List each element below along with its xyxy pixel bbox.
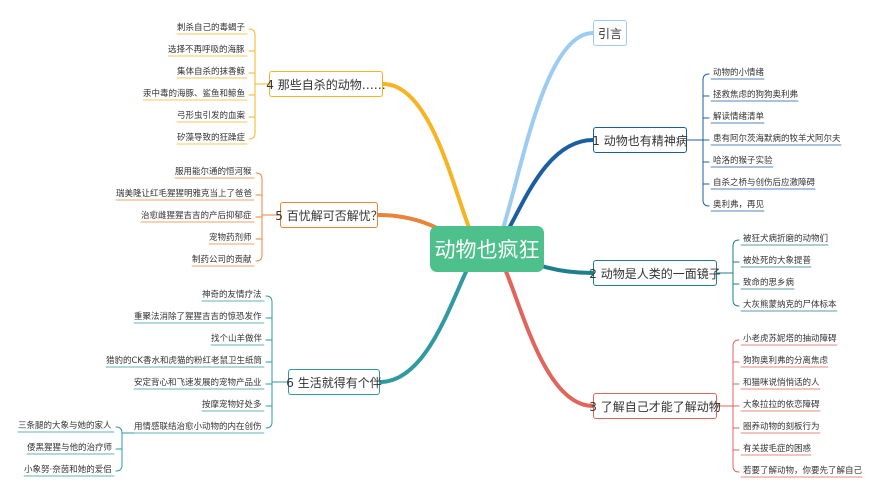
leaf-item[interactable]: 神奇的友情疗法 — [202, 290, 262, 300]
leaf-item[interactable]: 弓形虫引发的血案 — [177, 111, 246, 121]
b2-leaf-bracket — [732, 239, 740, 307]
leaf-item[interactable]: 服用能尔通的恒河猴 — [175, 167, 252, 177]
leaf-item[interactable]: 宠物药剂师 — [209, 233, 252, 243]
leaf-item[interactable]: 重聚法消除了猩猩吉吉的惊恐发作 — [134, 312, 262, 322]
leaf-item[interactable]: 集体自杀的抹香鲸 — [177, 67, 246, 77]
central-topic[interactable]: 动物也疯狂 — [430, 226, 544, 272]
leaf-item[interactable]: 汞中毒的海豚、鲨鱼和鲸鱼 — [143, 89, 246, 99]
leaf-item[interactable]: 圈养动物的刻板行为 — [743, 422, 820, 432]
leaf-item[interactable]: 若要了解动物，你要先了解自己 — [743, 466, 863, 476]
sub-leaf-item[interactable]: 倭黑猩猩与他的治疗师 — [27, 443, 113, 453]
leaf-item[interactable]: 奥利弗，再见 — [713, 200, 765, 210]
leaf-item[interactable]: 大象拉拉的依恋障碍 — [743, 400, 820, 410]
leaf-item[interactable]: 动物的小情绪 — [713, 68, 765, 78]
leaf-item[interactable]: 矽藻导致的狂躁症 — [177, 133, 246, 143]
leaf-item[interactable]: 和猫咪说悄悄话的人 — [743, 378, 820, 388]
leaf-item[interactable]: 狗狗奥利弗的分离焦虑 — [743, 356, 829, 366]
sub-leaf-item[interactable]: 小象努·奈茵和她的爱侣 — [24, 465, 112, 475]
branch-b2[interactable]: 2 动物是人类的一面镜子 — [589, 260, 721, 286]
branch-b1[interactable]: 1 动物也有精神病 — [592, 127, 688, 153]
branch-b3[interactable]: 3 了解自己才能了解动物 — [589, 393, 721, 419]
leaf-item[interactable]: 大灰熊蒙纳克的尸体标本 — [743, 300, 837, 310]
leaf-item[interactable]: 按摩宠物好处多 — [202, 400, 262, 410]
leaf-item[interactable]: 被处死的大象提普 — [743, 256, 812, 266]
leaf-item[interactable]: 安定背心和飞速发展的宠物产品业 — [134, 378, 262, 388]
branch-intro[interactable]: 引言 — [593, 20, 627, 46]
leaf-item[interactable]: 找个山羊做伴 — [211, 334, 263, 344]
sub-leaf-item[interactable]: 三条腿的大象与她的家人 — [18, 421, 112, 431]
leaf-item[interactable]: 患有阿尔茨海默病的牧羊犬阿尔夫 — [713, 134, 841, 144]
leaf-item[interactable]: 自杀之桥与创伤后应激障碍 — [713, 178, 816, 188]
leaf-item[interactable]: 拯救焦虑的狗狗奥利弗 — [713, 90, 799, 100]
leaf-item[interactable]: 治愈雌猩猩吉吉的产后抑郁症 — [141, 211, 252, 221]
branch-b5[interactable]: 5 百忧解可否解忧？ — [275, 202, 383, 228]
leaf-item[interactable]: 被狂犬病折磨的动物们 — [743, 234, 829, 244]
leaf-item[interactable]: 瑞美隆让红毛猩猩明雅克当上了爸爸 — [116, 189, 253, 199]
leaf-item[interactable]: 哈洛的猴子实验 — [713, 156, 773, 166]
leaf-item[interactable]: 解读情绪清单 — [713, 112, 765, 122]
leaf-item[interactable]: 有关拔毛症的困惑 — [743, 444, 812, 454]
b4-leaf-bracket — [248, 28, 256, 140]
leaf-item[interactable]: 小老虎苏妮塔的抽动障碍 — [743, 334, 837, 344]
branch-b4[interactable]: 4 那些自杀的动物…… — [266, 71, 386, 97]
leaf-item[interactable]: 用情感联结治愈小动物的内在创伤 — [134, 422, 262, 432]
leaf-item[interactable]: 刺杀自己的毒蝎子 — [177, 23, 246, 33]
leaf-item[interactable]: 选择不再呼吸的海豚 — [168, 45, 245, 55]
leaf-item[interactable]: 致命的思乡病 — [743, 278, 795, 288]
branch-b6[interactable]: 6 生活就得有个伴 — [286, 369, 382, 395]
leaf-item[interactable]: 猎豹的CK香水和虎猫的粉红老鼠卫生纸筒 — [106, 356, 263, 366]
leaf-item[interactable]: 制药公司的贡献 — [192, 255, 252, 265]
